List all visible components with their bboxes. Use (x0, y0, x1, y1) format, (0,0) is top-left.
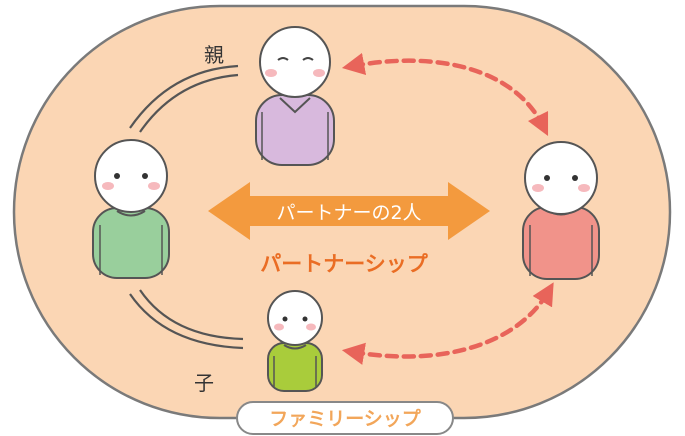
parent-figure (255, 26, 335, 166)
partner-pair-arrow (208, 182, 490, 240)
left-adult-figure (92, 139, 170, 279)
parent-connector (129, 64, 239, 133)
partner-dashed-arrow-top (341, 52, 549, 137)
partnership-label: パートナーシップ (260, 252, 429, 276)
parent-label: 親 (204, 43, 224, 67)
child-label: 子 (194, 371, 214, 395)
child-connector (129, 289, 244, 350)
right-adult-figure (522, 141, 600, 280)
partner-dashed-arrow-bottom (341, 282, 554, 365)
child-figure (267, 290, 323, 392)
familyship-badge (236, 401, 454, 435)
partner-pair-label: パートナーの2人 (276, 202, 421, 224)
familyship-label: ファミリーシップ (269, 407, 422, 430)
